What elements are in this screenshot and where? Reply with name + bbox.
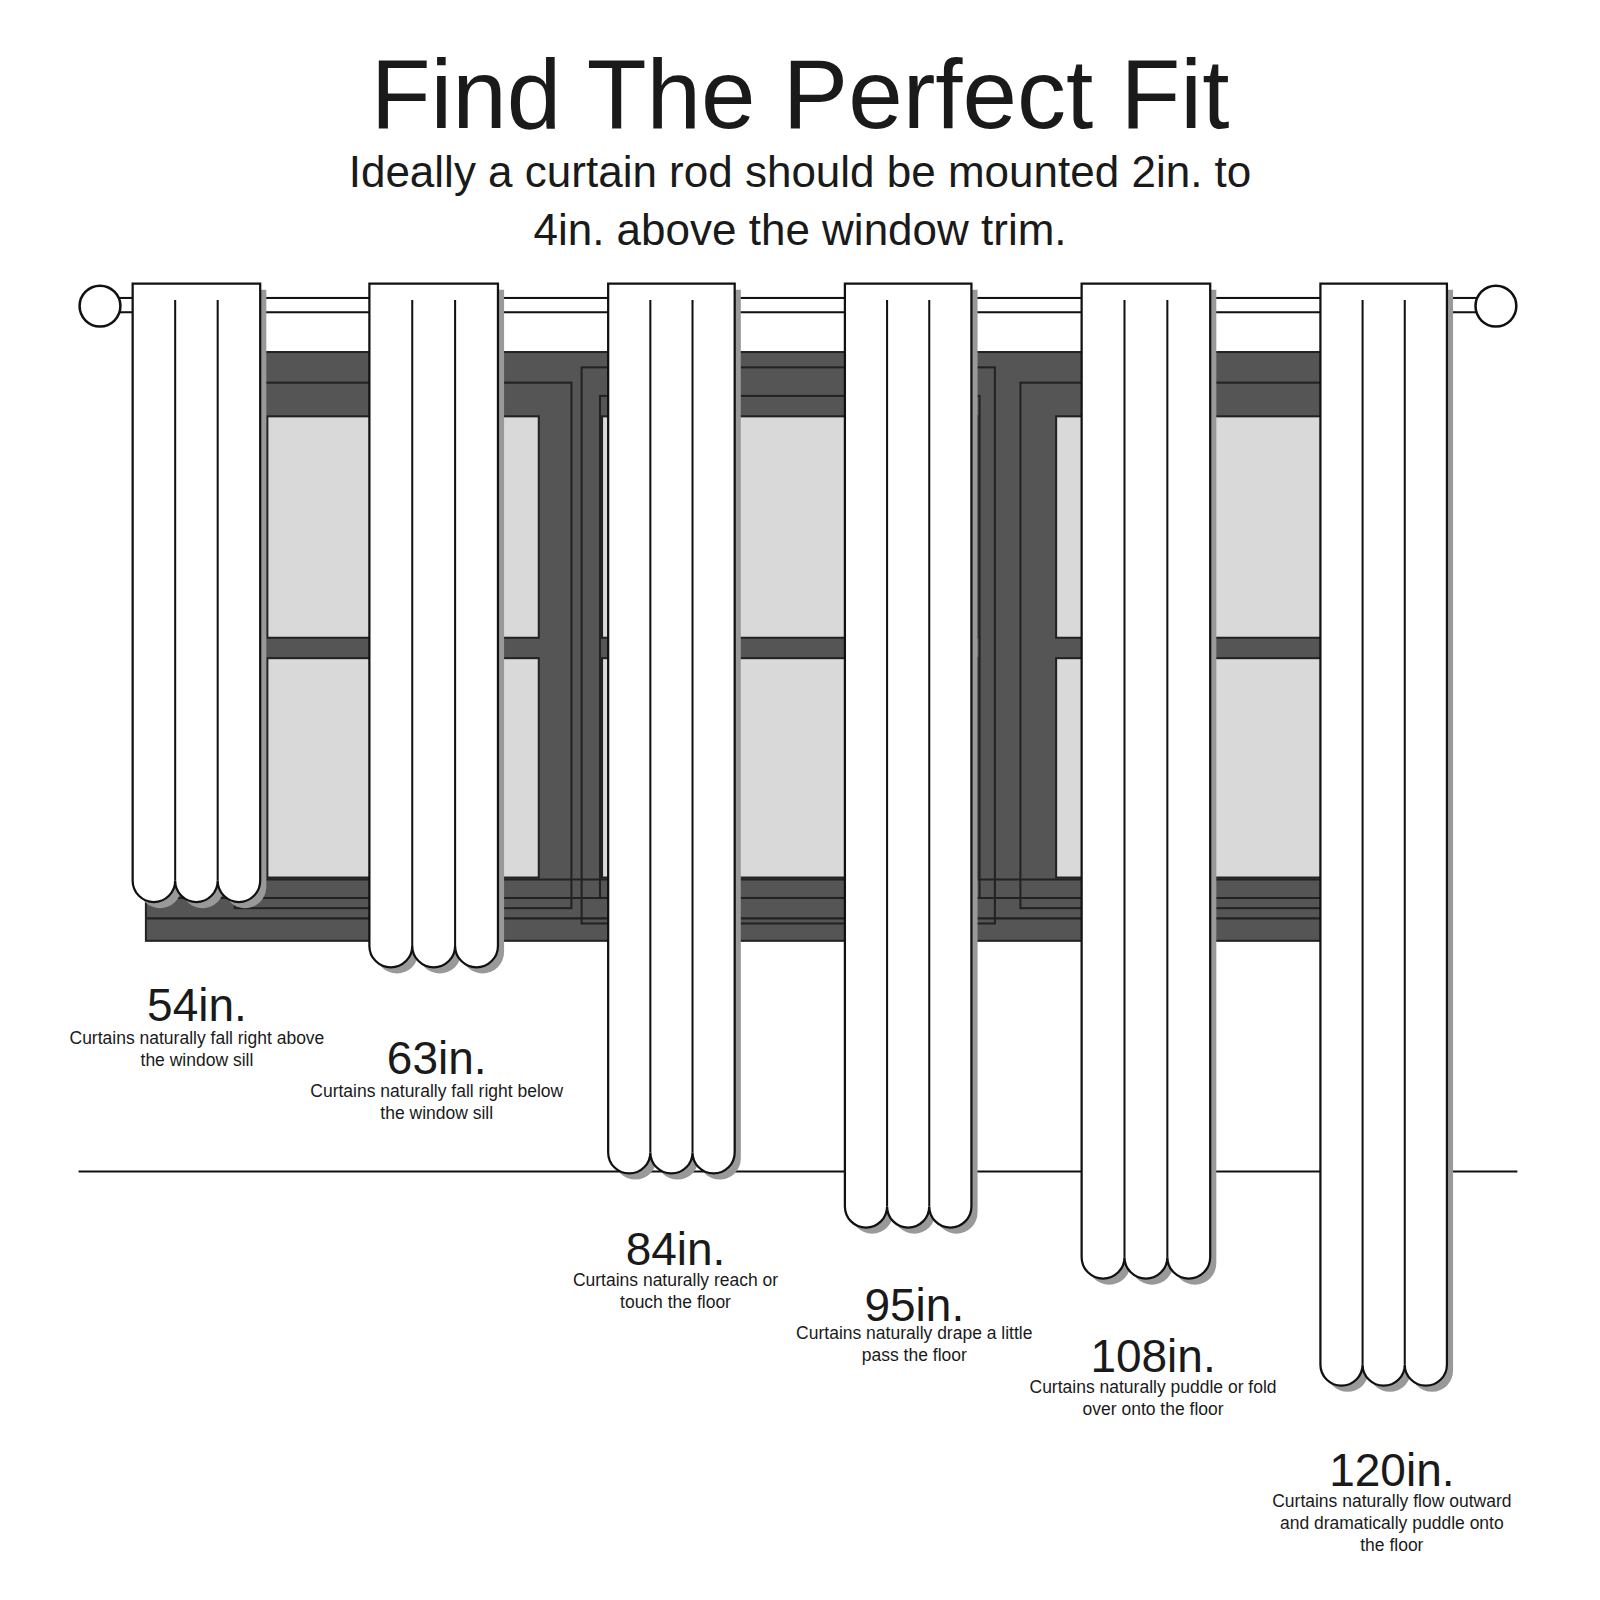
curtain-fold bbox=[1404, 300, 1406, 1365]
length-note: Curtains naturally reach or touch the fl… bbox=[564, 1269, 788, 1313]
length-note: Curtains naturally puddle or fold over o… bbox=[1027, 1376, 1279, 1420]
length-note: Curtains naturally fall right above the … bbox=[66, 1027, 328, 1071]
length-note: Curtains naturally drape a little pass t… bbox=[793, 1322, 1035, 1366]
subtitle: Ideally a curtain rod should be mounted … bbox=[335, 143, 1265, 259]
curtain-fold bbox=[1362, 300, 1364, 1365]
curtain-fold bbox=[928, 300, 930, 1206]
curtain-fold bbox=[217, 300, 219, 881]
curtain-panel bbox=[1320, 284, 1447, 1386]
curtain-fold bbox=[411, 300, 413, 946]
curtain-fold bbox=[691, 300, 693, 1152]
curtain-fold bbox=[174, 300, 176, 881]
length-label: 63in. bbox=[387, 1033, 487, 1083]
length-label: 95in. bbox=[864, 1280, 964, 1330]
curtain-fold bbox=[454, 300, 456, 946]
curtain-panel bbox=[1082, 284, 1211, 1279]
curtain-panel bbox=[608, 284, 735, 1174]
curtain-panel bbox=[369, 284, 498, 968]
curtain-fold bbox=[1166, 300, 1168, 1257]
length-note: Curtains naturally fall right below the … bbox=[306, 1080, 568, 1124]
curtain-fold bbox=[1123, 300, 1125, 1257]
curtain-panels bbox=[133, 284, 1453, 1392]
curtain-panel bbox=[845, 284, 972, 1228]
title: Find The Perfect Fit bbox=[371, 39, 1230, 149]
floor-line bbox=[79, 1170, 1518, 1172]
curtain-fold bbox=[649, 300, 651, 1152]
length-label: 54in. bbox=[147, 980, 247, 1030]
length-label: 120in. bbox=[1329, 1445, 1454, 1495]
length-note: Curtains naturally flow outward and dram… bbox=[1269, 1490, 1515, 1556]
length-label: 84in. bbox=[626, 1224, 726, 1274]
curtain-fold bbox=[886, 300, 888, 1206]
length-label: 108in. bbox=[1090, 1331, 1215, 1381]
curtain-rod bbox=[80, 286, 1517, 327]
curtain-panel bbox=[133, 284, 261, 902]
